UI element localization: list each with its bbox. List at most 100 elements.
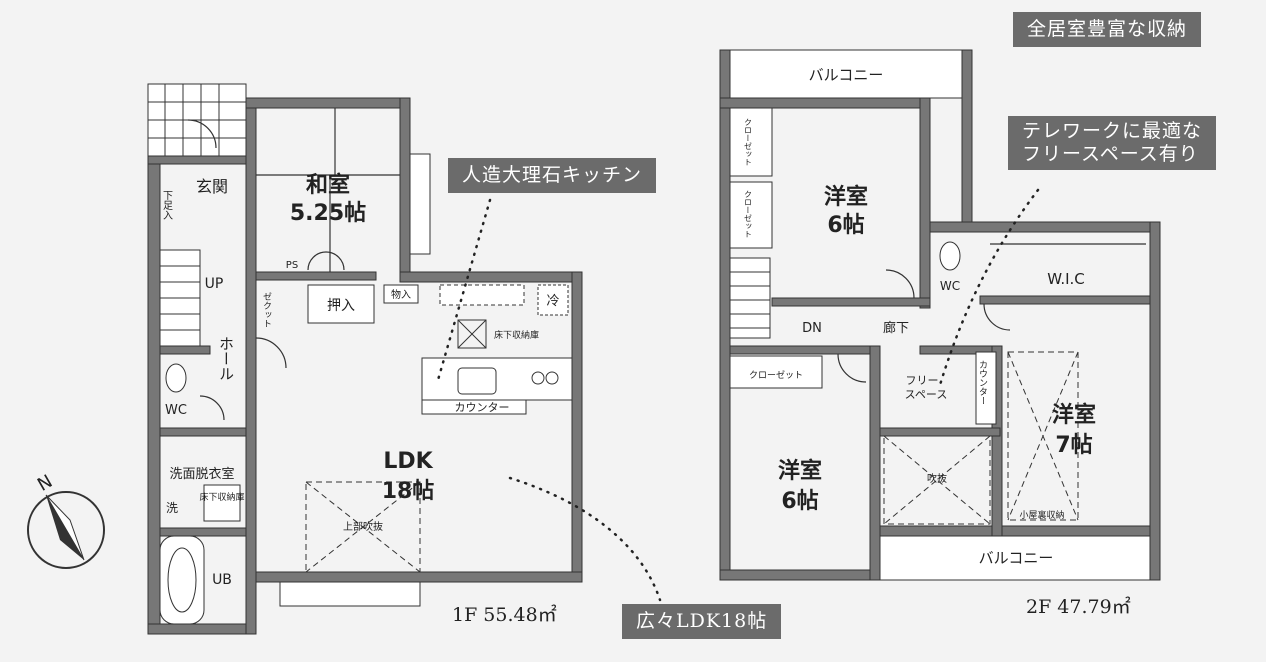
- wall-north-washitsu: [245, 97, 411, 109]
- closet-c-box: [729, 355, 823, 389]
- callout-telework-line2: フリースペース有り: [1022, 142, 1199, 165]
- washitsu-size: 5.25帖: [290, 201, 366, 226]
- leader-kitchen: [436, 198, 492, 382]
- north-label: N: [34, 471, 56, 496]
- wall-wc-north: [159, 345, 211, 355]
- balcony-top: [719, 49, 973, 99]
- callout-telework: テレワークに最適な フリースペース有り: [1008, 116, 1217, 170]
- wall-north-wic: [929, 221, 1161, 233]
- room3-size: 6帖: [781, 489, 818, 514]
- fridge-label: 冷: [546, 294, 559, 309]
- leader-telework: [938, 188, 1040, 387]
- underfloor-2-label: 床下収納庫: [199, 491, 244, 503]
- wc-1f-label: WC: [165, 403, 187, 418]
- fukinuke-2f-label: 吹抜: [927, 472, 947, 485]
- free-space-label-1: フリー: [906, 374, 939, 387]
- wall-balcony-north: [869, 525, 1151, 537]
- balcony-top-label: バルコニー: [809, 66, 884, 84]
- dn-label: DN: [802, 321, 822, 336]
- wall-south-ldk: [255, 571, 583, 583]
- washitsu-name: 和室: [306, 172, 350, 198]
- closet-c-label: クローゼット: [749, 369, 803, 381]
- wic-label: W.I.C: [1047, 270, 1085, 288]
- fridge-space: [537, 284, 569, 316]
- wc-2f-label: WC: [940, 279, 960, 293]
- sen-label: 洗: [166, 501, 178, 515]
- stairs-2f: [729, 257, 771, 339]
- floor2-area: 2F 47.79㎡: [1026, 596, 1131, 618]
- floor2-plan: [719, 49, 1161, 581]
- sink-icon: [457, 367, 497, 395]
- leader-ldk: [508, 476, 662, 602]
- stove-icon: [531, 371, 545, 385]
- fukinuke-1f-label: 上部吹抜: [343, 520, 383, 533]
- wall-inner-1f: [245, 97, 257, 635]
- free-space-label-2: スペース: [905, 388, 948, 401]
- wall-south-2f: [719, 569, 881, 581]
- toilet-icon-1f: [165, 363, 187, 393]
- up-label: UP: [205, 276, 224, 292]
- closet-b-label: クローゼット: [744, 190, 753, 238]
- room2-size: 7帖: [1055, 433, 1092, 458]
- wall-west-2f: [719, 49, 731, 581]
- monoire-box: [383, 284, 419, 304]
- wall-room3-east: [869, 345, 881, 581]
- ub-label: UB: [212, 572, 232, 588]
- genkan-label: 玄関: [196, 177, 228, 196]
- closet-1f-label: ゼクット: [261, 292, 272, 328]
- underfloor-storage-2: [203, 484, 241, 522]
- ldk-size: 18帖: [382, 479, 435, 504]
- wall-north-kitchen: [399, 271, 583, 283]
- wall-east-2f: [1149, 221, 1161, 581]
- wall-east-1f: [571, 271, 583, 581]
- underfloor-1-label: 床下収納庫: [494, 329, 539, 341]
- callout-ldk: 広々LDK18帖: [622, 604, 782, 639]
- counter-1f-label: カウンター: [455, 401, 510, 414]
- wall-north-2f: [719, 97, 927, 109]
- ps-label: PS: [286, 260, 298, 271]
- porch-tiles: [147, 83, 247, 157]
- wall-south-bath: [147, 623, 249, 635]
- balcony-bottom-label: バルコニー: [979, 549, 1054, 567]
- wall-free-north: [919, 345, 993, 355]
- window-bay: [409, 153, 431, 255]
- monoire-label: 物入: [391, 288, 411, 301]
- closet-a-box: [729, 107, 773, 177]
- room3-name: 洋室: [778, 458, 822, 484]
- stairs-1f: [159, 249, 201, 347]
- wall-bath-north: [159, 527, 247, 537]
- counter-2f-label: カウンター: [977, 360, 988, 405]
- wall-west-1f: [147, 155, 161, 635]
- wall-washitsu-south: [255, 271, 377, 281]
- underfloor-storage-1: [457, 319, 487, 349]
- senmen-label: 洗面脱衣室: [169, 466, 234, 482]
- balcony-bottom: [879, 535, 1151, 581]
- ldk-atrium: [305, 481, 421, 573]
- wall-wash-north: [159, 427, 247, 437]
- wall-room1-east: [919, 97, 931, 309]
- kitchen-counter: [421, 357, 573, 401]
- wall-room2-west: [991, 345, 1003, 537]
- north-compass-icon: [27, 491, 105, 569]
- upper-cabinet: [439, 284, 525, 306]
- callout-storage: 全居室豊富な収納: [1013, 12, 1202, 47]
- ldk-name: LDK: [383, 449, 433, 474]
- room1-name: 洋室: [824, 184, 868, 210]
- toilet-icon-2f: [939, 241, 961, 271]
- shoes-label: 下足入: [161, 190, 173, 220]
- floor1-area: 1F 55.48㎡: [452, 604, 557, 626]
- floor1-plan: [147, 83, 583, 635]
- wall-room3-north: [729, 345, 881, 355]
- room2-name: 洋室: [1052, 402, 1096, 428]
- counter-2f: [975, 351, 997, 425]
- hall-label: ホール: [217, 336, 235, 381]
- wall-wic-south: [979, 295, 1151, 305]
- wall-balcony-east: [961, 49, 973, 225]
- attic-label: 小屋裏収納: [1019, 509, 1064, 521]
- wall-room1-south: [771, 297, 931, 307]
- room1-size: 6帖: [827, 213, 864, 238]
- corridor-label: 廊下: [883, 320, 909, 336]
- atrium-2f: [883, 435, 991, 525]
- closet-b-box: [729, 181, 773, 249]
